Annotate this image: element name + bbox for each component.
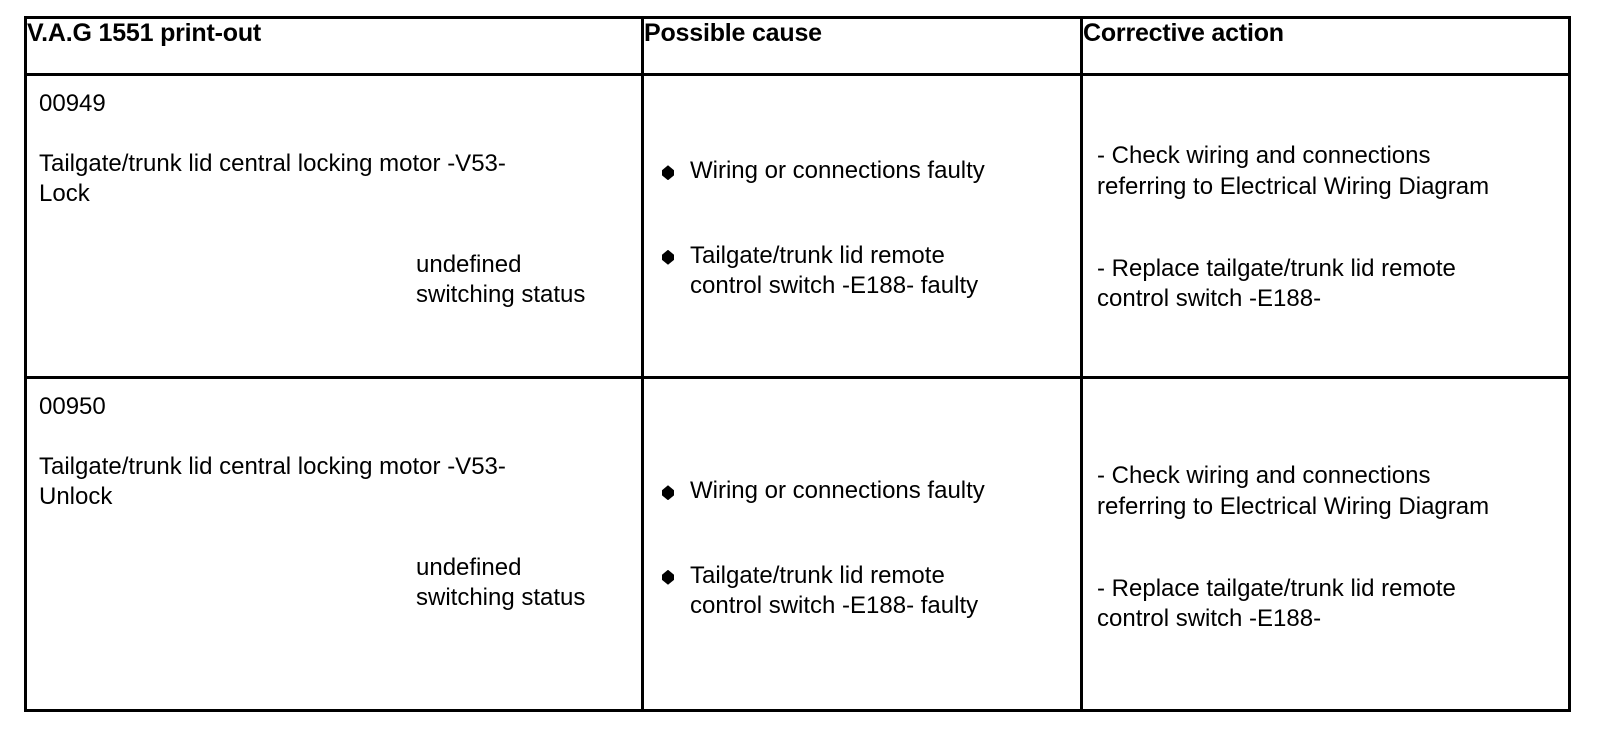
printout-block: 00950 Tailgate/trunk lid central locking… — [27, 379, 641, 709]
action-text-line1: - Check wiring and connections — [1097, 142, 1431, 170]
fault-code: 00950 — [39, 393, 106, 420]
diamond-bullet-icon — [662, 165, 674, 181]
status-line-1: undefined — [416, 250, 522, 278]
action-text-line1: - Replace tailgate/trunk lid remote — [1097, 255, 1456, 282]
cell-printout: 00950 Tailgate/trunk lid central locking… — [24, 376, 644, 712]
table-header: V.A.G 1551 print-out Possible cause Corr… — [24, 16, 1571, 76]
action-list: - Check wiring and connections referring… — [1083, 76, 1568, 376]
diamond-bullet-icon — [662, 569, 674, 585]
status-line-2: switching status — [416, 584, 586, 612]
cause-text-line1: Tailgate/trunk lid remote — [690, 561, 945, 589]
cause-text-line2: control switch -E188- faulty — [690, 592, 979, 620]
cause-text-line1: Tailgate/trunk lid remote — [690, 241, 945, 269]
cause-list: Wiring or connections faulty Tailgate/tr… — [644, 379, 1080, 709]
action-text-line2: referring to Electrical Wiring Diagram — [1097, 172, 1490, 200]
status-line-1: undefined — [416, 553, 522, 581]
cause-list: Wiring or connections faulty Tailgate/tr… — [644, 76, 1080, 376]
cause-text: Wiring or connections faulty — [690, 476, 1070, 506]
action-list: - Check wiring and connections referring… — [1083, 379, 1568, 709]
fault-code: 00949 — [39, 90, 106, 117]
fault-description-line2: Unlock — [39, 483, 113, 511]
list-item: Tailgate/trunk lid remote control switch… — [658, 241, 1070, 302]
cause-text-line1: Wiring or connections faulty — [690, 477, 985, 505]
fault-description-line1: Tailgate/trunk lid central locking motor… — [39, 149, 506, 177]
cause-text: Wiring or connections faulty — [690, 156, 1070, 186]
status-line-2: switching status — [416, 281, 586, 309]
switching-status-block: undefined switching status — [416, 250, 631, 311]
fault-description: Tailgate/trunk lid central locking motor… — [39, 149, 599, 210]
list-item: Wiring or connections faulty — [658, 476, 1070, 506]
cause-text: Tailgate/trunk lid remote control switch… — [690, 561, 1070, 622]
list-item: - Check wiring and connections referring… — [1097, 141, 1560, 202]
list-item: Tailgate/trunk lid remote control switch… — [658, 561, 1070, 622]
action-text-line1: - Check wiring and connections — [1097, 462, 1431, 490]
cell-printout: 00949 Tailgate/trunk lid central locking… — [24, 73, 644, 379]
action-text-line2: control switch -E188- — [1097, 285, 1322, 313]
switching-status-block: undefined switching status — [416, 553, 631, 614]
action-text-line1: - Replace tailgate/trunk lid remote — [1097, 575, 1456, 602]
fault-description-line2: Lock — [39, 180, 90, 208]
cell-possible-cause: Wiring or connections faulty Tailgate/tr… — [641, 376, 1083, 712]
column-header-possible-cause: Possible cause — [641, 16, 1083, 76]
list-item: - Replace tailgate/trunk lid remote cont… — [1097, 574, 1560, 635]
cause-text: Tailgate/trunk lid remote control switch… — [690, 241, 1070, 302]
column-header-printout: V.A.G 1551 print-out — [24, 16, 644, 76]
printout-block: 00949 Tailgate/trunk lid central locking… — [27, 76, 641, 376]
table-body: 00949 Tailgate/trunk lid central locking… — [24, 73, 1571, 712]
fault-description: Tailgate/trunk lid central locking motor… — [39, 452, 599, 513]
cell-corrective-action: - Check wiring and connections referring… — [1080, 73, 1571, 379]
table-row: 00950 Tailgate/trunk lid central locking… — [24, 376, 1571, 712]
cause-text-line2: control switch -E188- faulty — [690, 272, 979, 300]
cell-possible-cause: Wiring or connections faulty Tailgate/tr… — [641, 73, 1083, 379]
fault-description-line1: Tailgate/trunk lid central locking motor… — [39, 452, 506, 480]
action-text-line2: referring to Electrical Wiring Diagram — [1097, 492, 1490, 520]
table-row: 00949 Tailgate/trunk lid central locking… — [24, 73, 1571, 379]
column-header-corrective-action: Corrective action — [1080, 16, 1571, 76]
cell-corrective-action: - Check wiring and connections referring… — [1080, 376, 1571, 712]
action-text-line2: control switch -E188- — [1097, 605, 1322, 633]
table-header-row: V.A.G 1551 print-out Possible cause Corr… — [24, 16, 1571, 76]
fault-code-table: V.A.G 1551 print-out Possible cause Corr… — [24, 16, 1571, 712]
list-item: - Check wiring and connections referring… — [1097, 461, 1560, 522]
cause-text-line1: Wiring or connections faulty — [690, 157, 985, 185]
list-item: Wiring or connections faulty — [658, 156, 1070, 186]
list-item: - Replace tailgate/trunk lid remote cont… — [1097, 254, 1560, 315]
diamond-bullet-icon — [662, 249, 674, 265]
diamond-bullet-icon — [662, 485, 674, 501]
